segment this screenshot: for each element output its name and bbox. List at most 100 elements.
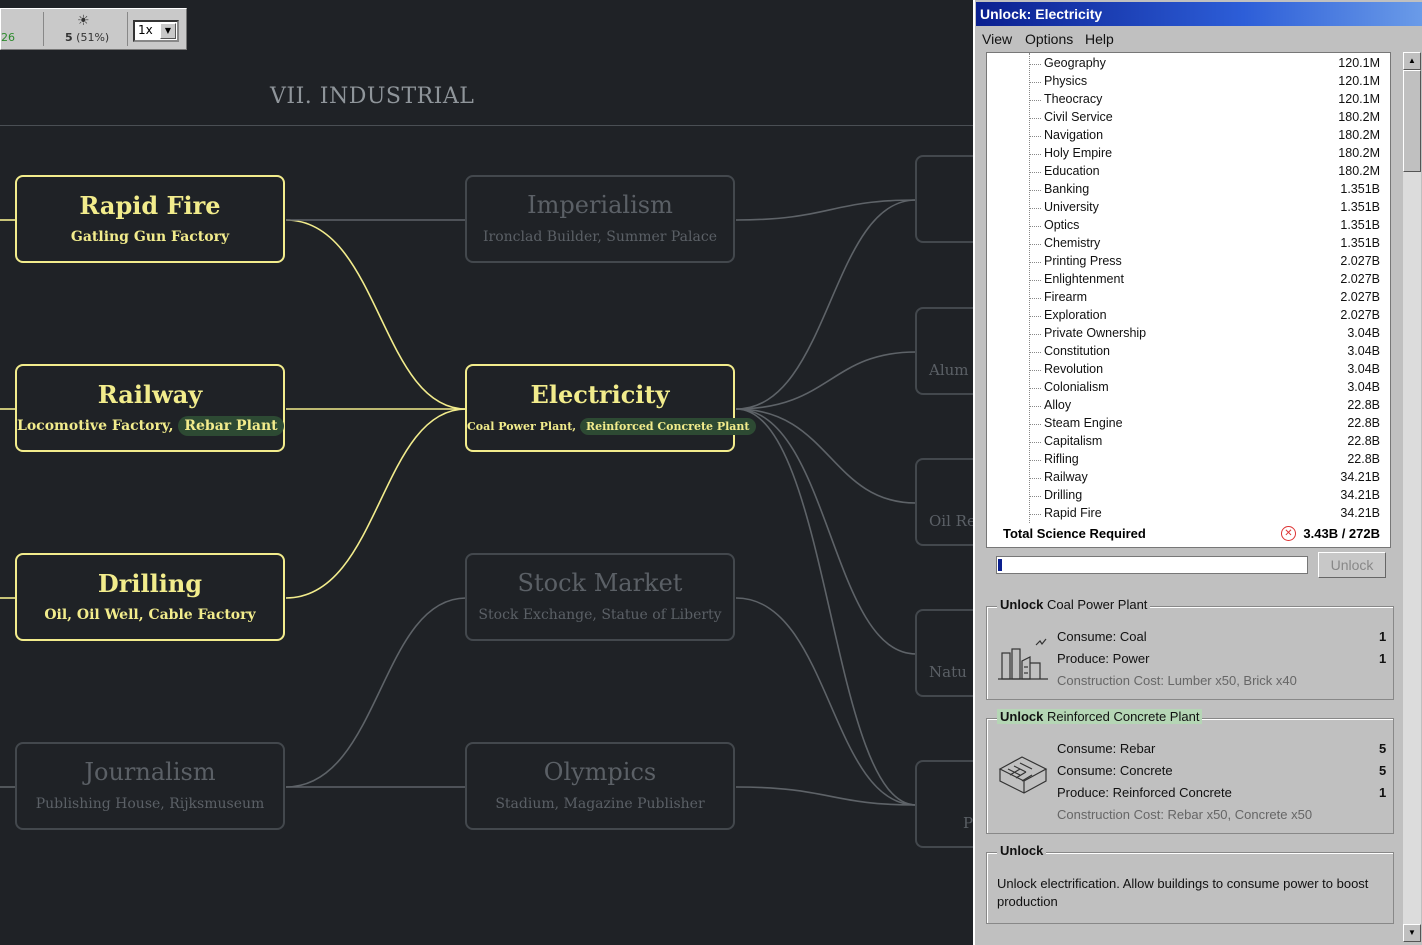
population-icon: ☀ [77,12,90,28]
game-speed-select[interactable]: 1x ▼ [133,20,179,42]
tech-title: Electricity [530,380,670,409]
unlock-description-group: Unlock Unlock electrification. Allow bui… [986,843,1394,924]
science-cost: 180.2M [1338,128,1380,142]
tech-name: Theocracy [1044,92,1103,106]
science-progress-bar [996,556,1308,574]
tree-branch [1029,406,1041,407]
science-cost: 2.027B [1340,254,1380,268]
tech-name: Drilling [1044,488,1083,502]
group-label: Unlock [997,843,1047,858]
science-row[interactable]: Railway 34.21B [987,469,1380,487]
tech-node-electricity[interactable]: Electricity Coal Power Plant, Reinforced… [465,364,756,452]
tech-tree-canvas[interactable]: 26 ☀ 5 (51%) 1x ▼ VII. INDUSTRIAL Rapid … [0,0,975,945]
tech-node-imperialism[interactable]: Imperialism Ironclad Builder, Summer Pal… [465,175,735,263]
tech-buildings: Natu [929,663,967,681]
tree-branch [1029,64,1041,65]
tech-title: Stock Market [517,569,683,597]
scroll-thumb[interactable] [1403,70,1421,172]
unlock-window: Unlock: Electricity View Options Help Ge… [973,0,1422,945]
tech-name: Chemistry [1044,236,1101,250]
tech-name: Railway [1044,470,1088,484]
window-title[interactable]: Unlock: Electricity [976,2,1422,26]
menu-help[interactable]: Help [1085,31,1114,47]
tech-buildings: Gatling Gun Factory [70,229,230,245]
tech-node-partial-2[interactable]: Alum [915,307,975,395]
progress-fill [998,559,1002,571]
tech-node-partial-1[interactable] [915,155,975,243]
tree-guide-line [1029,53,1030,523]
tree-branch [1029,208,1041,209]
tech-name: Banking [1044,182,1090,196]
science-row[interactable]: Printing Press 2.027B [987,253,1380,271]
tech-name: Civil Service [1044,110,1113,124]
tech-title: Imperialism [527,191,673,219]
science-cost: 2.027B [1340,308,1380,322]
tree-branch [1029,424,1041,425]
tech-name: Geography [1044,56,1106,70]
tree-branch [1029,172,1041,173]
tree-branch [1029,118,1041,119]
tech-node-journalism[interactable]: Journalism Publishing House, Rijksmuseum [15,742,285,830]
menu-options[interactable]: Options [1025,31,1074,47]
tech-node-railway[interactable]: Railway Locomotive Factory, Rebar Plant [15,364,285,452]
science-cost: 2.027B [1340,272,1380,286]
tech-title: Olympics [543,758,657,786]
menu-view[interactable]: View [982,31,1013,47]
tech-node-olympics[interactable]: Olympics Stadium, Magazine Publisher [465,742,735,830]
tech-buildings: Stadium, Magazine Publisher [495,796,705,812]
science-cost: 34.21B [1340,488,1380,502]
science-row[interactable]: Geography 120.1M [987,55,1380,73]
tech-node-partial-3[interactable]: Oil Re [915,458,975,546]
tree-branch [1029,136,1041,137]
tech-node-stock-market[interactable]: Stock Market Stock Exchange, Statue of L… [465,553,735,641]
scroll-down-icon[interactable]: ▼ [1403,924,1421,942]
link-drilling-electricity [285,408,467,599]
science-cost: 120.1M [1338,56,1380,70]
tech-name: Printing Press [1044,254,1122,268]
tech-title: Railway [97,380,203,409]
tech-buildings: Ironclad Builder, Summer Palace [483,229,717,245]
tech-node-partial-5[interactable]: P [915,760,975,848]
tech-buildings: Oil Re [929,512,975,530]
tree-branch [1029,514,1041,515]
total-label: Total Science Required [1003,526,1146,541]
science-row[interactable]: Drilling 34.21B [987,487,1380,505]
unlock-button[interactable]: Unlock [1318,552,1386,578]
tech-node-drilling[interactable]: Drilling Oil, Oil Well, Cable Factory [15,553,285,641]
vertical-scrollbar[interactable]: ▲ ▼ [1403,52,1421,942]
tech-title: Rapid Fire [79,191,221,220]
tech-node-partial-4[interactable]: Natu [915,609,975,697]
scroll-up-icon[interactable]: ▲ [1403,52,1421,70]
tech-title: Journalism [84,758,216,786]
science-cost: 34.21B [1340,470,1380,484]
science-cost: 120.1M [1338,74,1380,88]
chevron-down-icon[interactable]: ▼ [160,23,176,39]
tech-node-rapid-fire[interactable]: Rapid Fire Gatling Gun Factory [15,175,285,263]
